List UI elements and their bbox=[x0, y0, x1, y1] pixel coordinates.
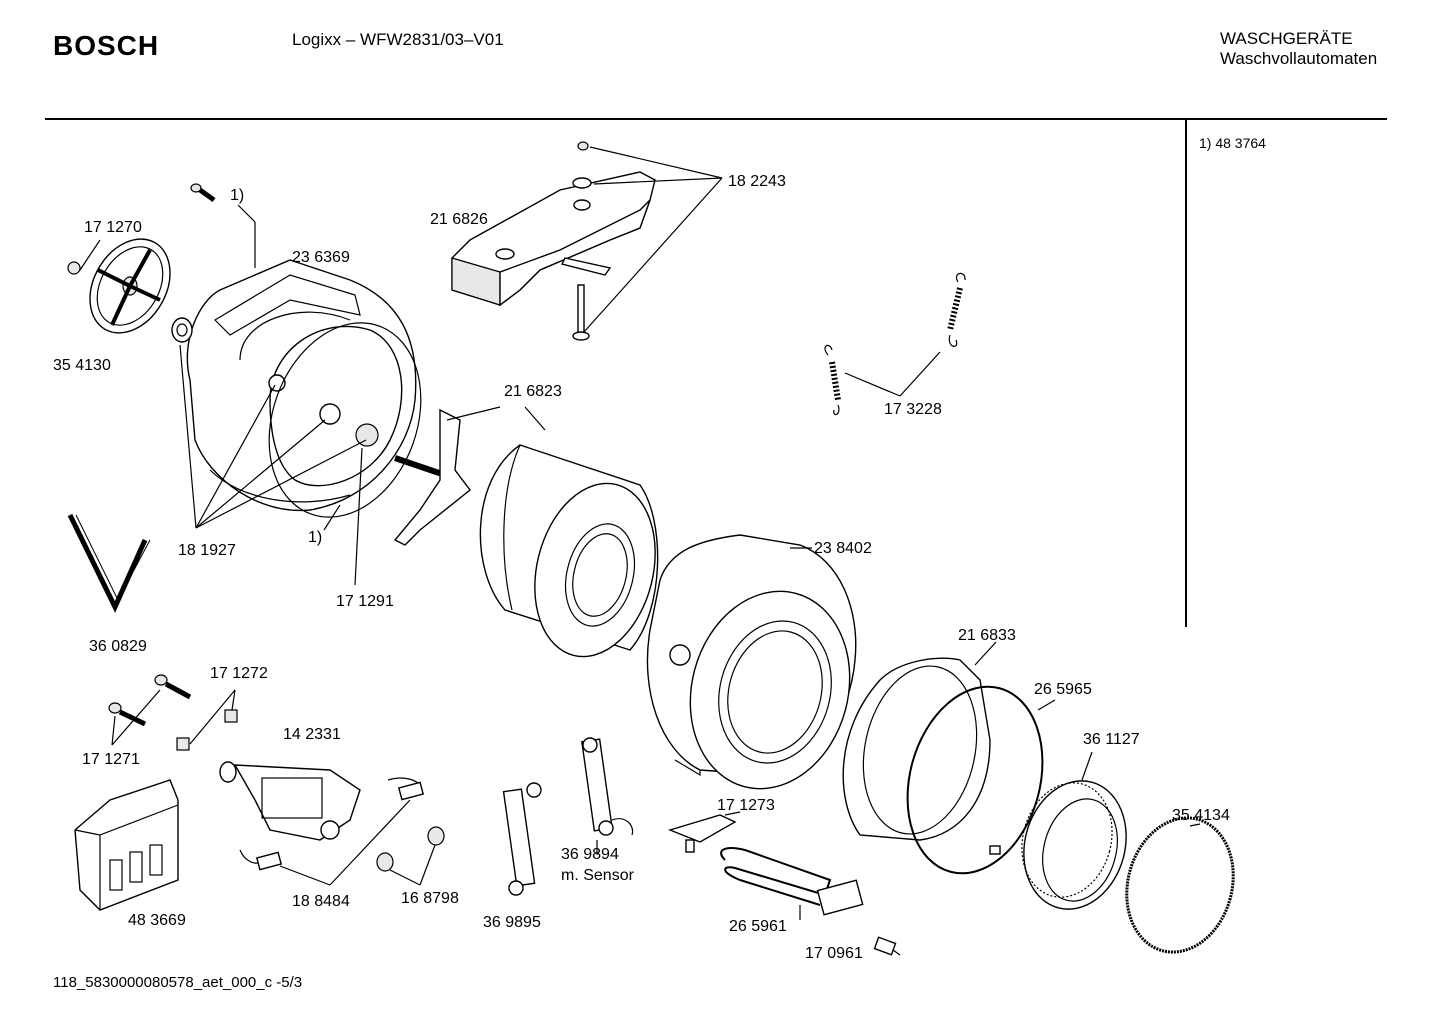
label-14-2331: 14 2331 bbox=[283, 726, 341, 743]
bushing-b bbox=[376, 852, 394, 872]
model-title: Logixx – WFW2831/03–V01 bbox=[292, 30, 504, 49]
side-note: 1) 48 3764 bbox=[1199, 135, 1266, 151]
label-36-9894-sensor: m. Sensor bbox=[561, 867, 635, 884]
temperature-plug-part bbox=[873, 936, 901, 956]
label-23-8402: 23 8402 bbox=[814, 540, 872, 557]
label-21-6826: 21 6826 bbox=[430, 211, 488, 228]
label-18-1927: 18 1927 bbox=[178, 542, 236, 559]
brand-logo: BOSCH bbox=[53, 30, 160, 61]
label-17-1270: 17 1270 bbox=[84, 219, 142, 236]
label-35-4134: 35 4134 bbox=[1172, 807, 1230, 824]
spring-left bbox=[824, 344, 841, 416]
pulley-screw bbox=[67, 261, 81, 275]
small-screw bbox=[190, 183, 216, 203]
label-36-9894: 36 9894 bbox=[561, 846, 619, 863]
label-21-6833: 21 6833 bbox=[958, 627, 1016, 644]
side-divider bbox=[1185, 120, 1187, 627]
ntc-sensor-part bbox=[667, 814, 737, 853]
label-21-6823: 21 6823 bbox=[504, 383, 562, 400]
tub-front-half-part bbox=[646, 534, 857, 790]
bearing-part bbox=[171, 317, 193, 343]
bracket-bolt bbox=[572, 284, 590, 341]
shock-absorber-sensor bbox=[581, 737, 634, 836]
label-17-1291: 17 1291 bbox=[336, 593, 394, 610]
label-note-1-top: 1) bbox=[230, 187, 244, 204]
spring-right bbox=[947, 272, 966, 347]
label-16-8798: 16 8798 bbox=[401, 890, 459, 907]
clamp-ring-part bbox=[906, 685, 1044, 875]
label-17-1273: 17 1273 bbox=[717, 797, 775, 814]
wire-clamp-part bbox=[1125, 816, 1235, 954]
label-36-1127: 36 1127 bbox=[1083, 731, 1140, 748]
heater-element-part bbox=[720, 847, 864, 916]
label-17-1272: 17 1272 bbox=[210, 665, 268, 682]
drum-part bbox=[479, 444, 659, 658]
drawing-id: 118_5830000080578_aet_000_c -5/3 bbox=[53, 974, 303, 991]
motor-part bbox=[219, 761, 361, 841]
door-seal-part bbox=[1021, 780, 1127, 910]
shock-absorber bbox=[502, 782, 542, 896]
category-title: WASCHGERÄTE bbox=[1220, 29, 1353, 48]
bushing-a bbox=[427, 826, 445, 846]
drum-spider-part bbox=[393, 408, 471, 546]
screw-171271-b bbox=[154, 674, 192, 700]
label-18-2243: 18 2243 bbox=[728, 173, 786, 190]
label-26-5961: 26 5961 bbox=[729, 918, 787, 935]
tub-gasket-ring bbox=[268, 322, 422, 518]
carbon-brush-b bbox=[239, 849, 283, 871]
drive-belt-part bbox=[67, 513, 151, 613]
label-35-4130: 35 4130 bbox=[53, 357, 111, 374]
label-48-3669: 48 3669 bbox=[128, 912, 186, 929]
label-17-3228: 17 3228 bbox=[884, 401, 942, 418]
pulley-part bbox=[89, 238, 171, 334]
label-17-1271: 17 1271 bbox=[82, 751, 140, 768]
label-26-5965: 26 5965 bbox=[1034, 681, 1092, 698]
carbon-brush-a bbox=[387, 777, 425, 801]
label-23-6369: 23 6369 bbox=[292, 249, 350, 266]
label-36-9895: 36 9895 bbox=[483, 914, 541, 931]
nut-171272-b bbox=[176, 737, 190, 751]
label-17-0961: 17 0961 bbox=[805, 945, 863, 962]
label-18-8484: 18 8484 bbox=[292, 893, 350, 910]
rear-bracket-part bbox=[451, 171, 656, 307]
label-note-1-bottom: 1) bbox=[308, 529, 322, 546]
category-subtitle: Waschvollautomaten bbox=[1220, 49, 1378, 68]
screw-171271-a bbox=[108, 702, 147, 727]
label-36-0829: 36 0829 bbox=[89, 638, 147, 655]
nut-171272-a bbox=[224, 709, 238, 723]
control-module-part bbox=[74, 779, 179, 911]
header-divider bbox=[45, 118, 1387, 120]
bracket-nut bbox=[577, 141, 589, 151]
